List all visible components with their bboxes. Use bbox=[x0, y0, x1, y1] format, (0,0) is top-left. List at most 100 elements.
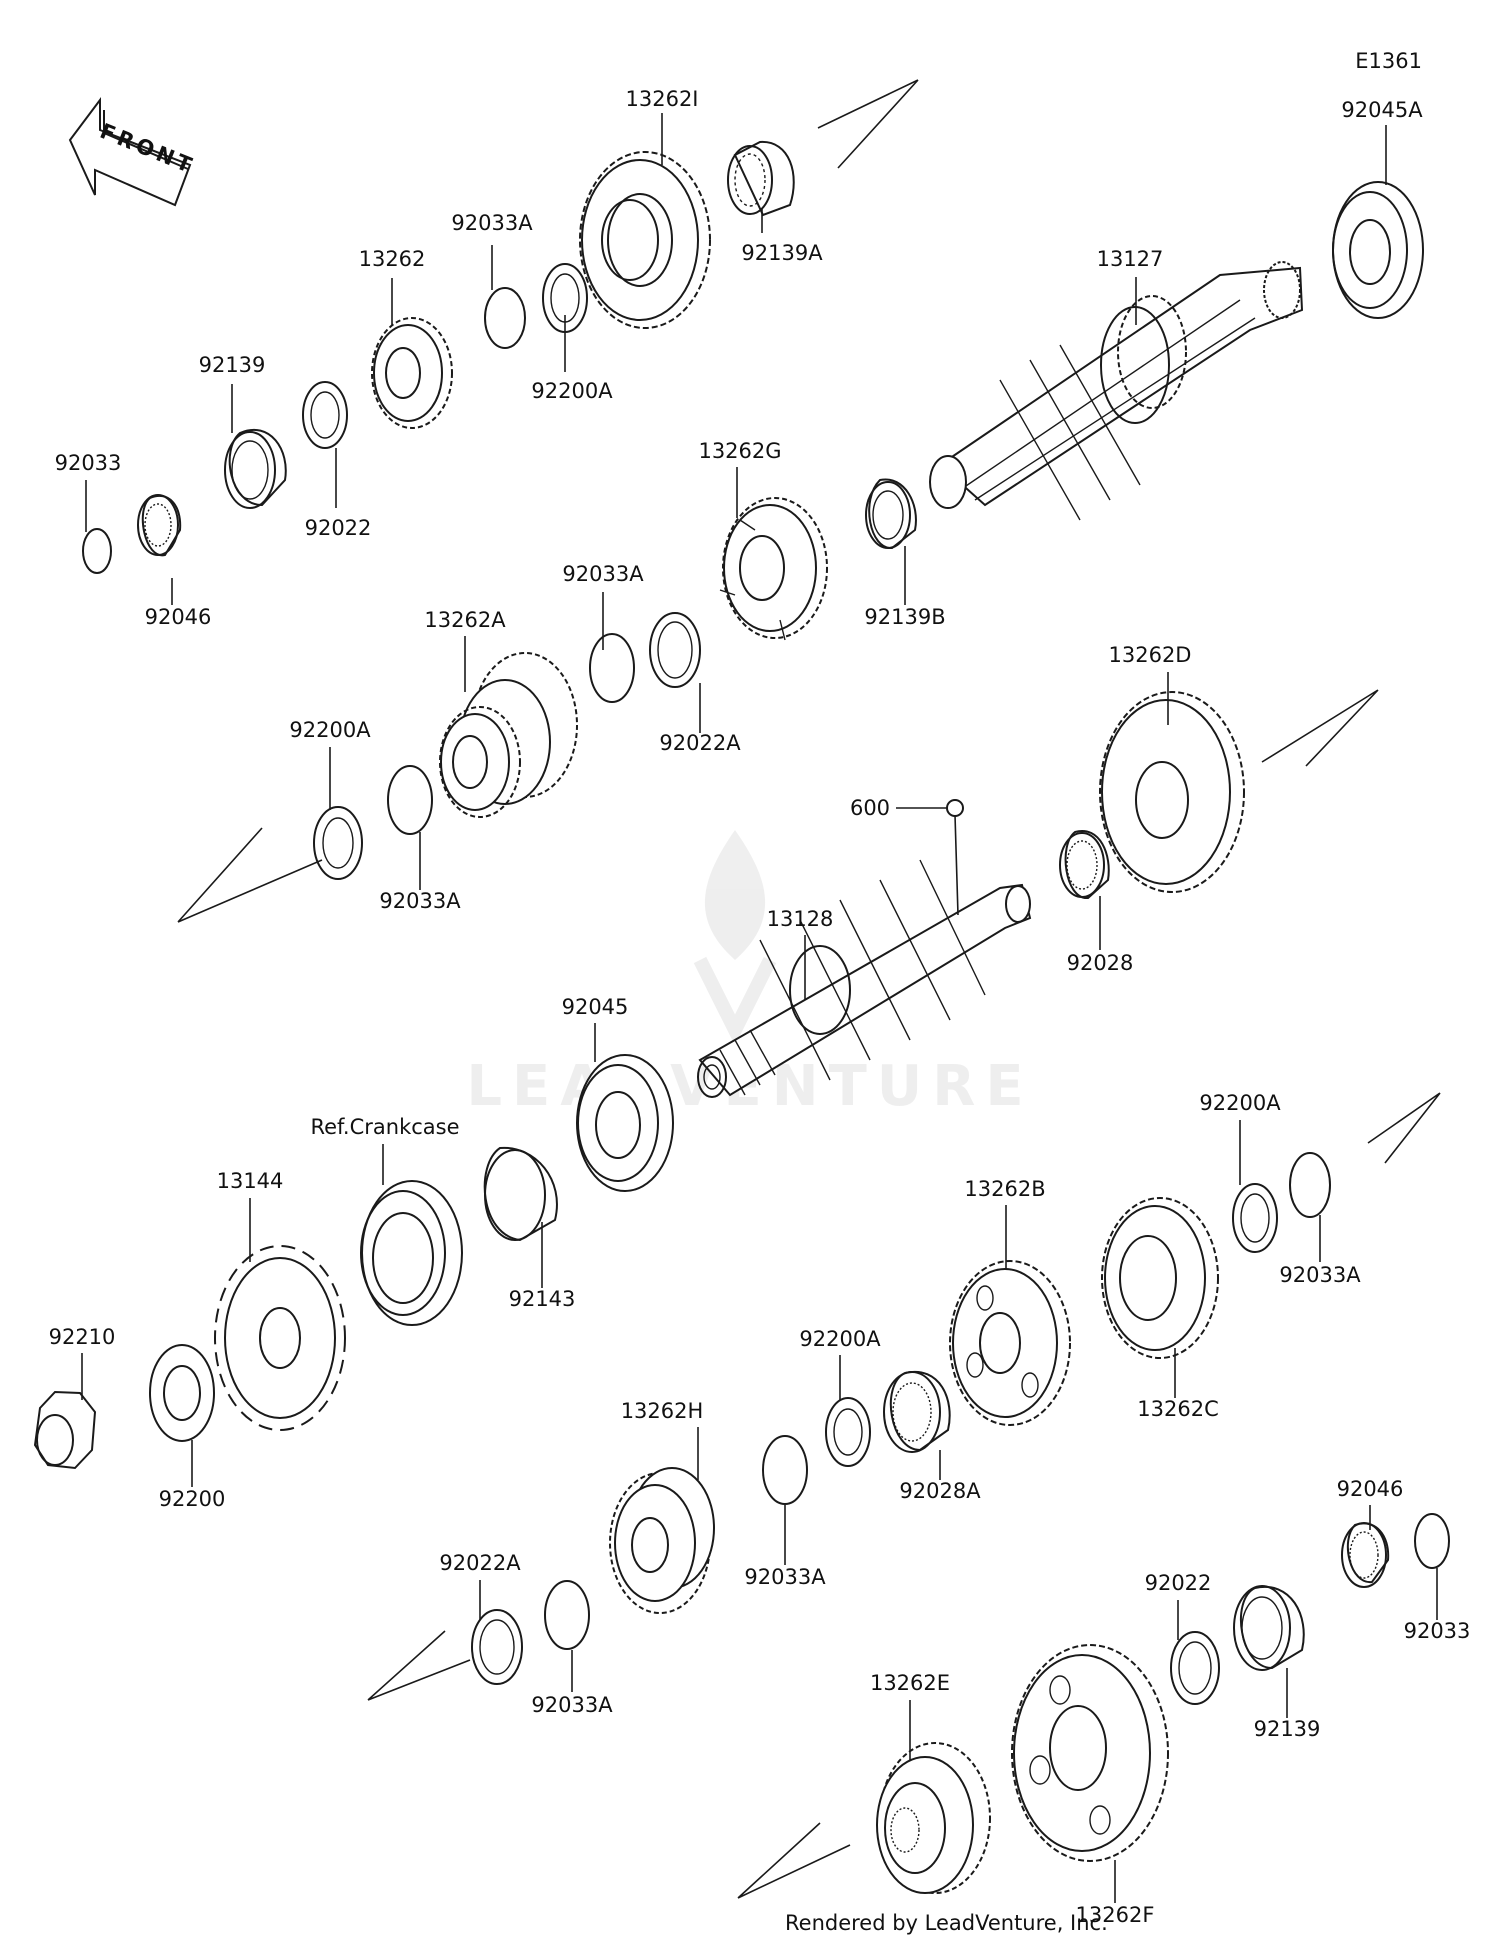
label-13262a: 13262A bbox=[424, 608, 506, 632]
collar-92139-bottom bbox=[1233, 1585, 1305, 1671]
washer-92200a-center bbox=[825, 1397, 871, 1467]
shaft-13127 bbox=[929, 261, 1304, 521]
label-92200a-4: 92200A bbox=[799, 1327, 881, 1351]
label-92200a-3: 92200A bbox=[1199, 1091, 1281, 1115]
oil-seal-crankcase bbox=[360, 1180, 463, 1326]
circlip-92033a-center bbox=[762, 1435, 808, 1505]
needle-bearing-92046-bottom bbox=[1341, 1522, 1390, 1588]
ball-bearing-92045a bbox=[1332, 181, 1424, 319]
shaft-13128 bbox=[697, 859, 1032, 1098]
sprocket-13144 bbox=[214, 1245, 346, 1431]
label-92033a-6: 92033A bbox=[531, 1693, 613, 1717]
gear-13262d bbox=[1099, 691, 1245, 893]
label-13262: 13262 bbox=[359, 247, 426, 271]
circlip-92033a-mid bbox=[589, 633, 635, 703]
gear-13262h bbox=[609, 1467, 715, 1614]
label-92022a-2: 92022A bbox=[439, 1551, 521, 1575]
label-13262f: 13262F bbox=[1076, 1903, 1155, 1927]
label-13144: 13144 bbox=[217, 1169, 284, 1193]
gear-13262c bbox=[1101, 1197, 1219, 1359]
label-13127: 13127 bbox=[1097, 247, 1164, 271]
collar-92139-top bbox=[224, 429, 287, 509]
label-13262h: 13262H bbox=[621, 1399, 704, 1423]
label-92028a: 92028A bbox=[899, 1479, 981, 1503]
washer-92200 bbox=[149, 1344, 215, 1442]
label-92143: 92143 bbox=[509, 1287, 576, 1311]
gear-13262 bbox=[371, 317, 453, 429]
washer-92022-bottom bbox=[1170, 1631, 1220, 1705]
label-13262c: 13262C bbox=[1137, 1397, 1218, 1421]
collar-92139b bbox=[865, 478, 917, 550]
gear-13262f bbox=[1011, 1644, 1169, 1862]
label-92022-2: 92022 bbox=[1145, 1571, 1212, 1595]
label-13262e: 13262E bbox=[870, 1671, 950, 1695]
label-92033a-3: 92033A bbox=[379, 889, 461, 913]
label-92046-1: 92046 bbox=[145, 605, 212, 629]
gear-13262e bbox=[876, 1742, 991, 1894]
gear-13262i bbox=[579, 151, 711, 329]
label-13262i: 13262I bbox=[626, 87, 699, 111]
label-92022-1: 92022 bbox=[305, 516, 372, 540]
label-13128: 13128 bbox=[767, 907, 834, 931]
label-92033a-5: 92033A bbox=[744, 1565, 826, 1589]
nut-92210 bbox=[33, 1390, 97, 1470]
washer-92200a-right bbox=[1232, 1183, 1278, 1253]
axis-line-bottom bbox=[737, 1822, 851, 1899]
circlip-92033-bottom bbox=[1414, 1513, 1450, 1569]
label-92210: 92210 bbox=[49, 1325, 116, 1349]
washer-92022a-low bbox=[471, 1609, 523, 1685]
gear-13262g bbox=[719, 497, 828, 641]
axis-line-low-right bbox=[1367, 1092, 1441, 1164]
label-92200: 92200 bbox=[159, 1487, 226, 1511]
label-92033a-2: 92033A bbox=[562, 562, 644, 586]
label-92033a-1: 92033A bbox=[451, 211, 533, 235]
label-92022a-1: 92022A bbox=[659, 731, 741, 755]
label-92045: 92045 bbox=[562, 995, 629, 1019]
needle-bearing-92046-top bbox=[137, 494, 182, 557]
washer-92200a-left bbox=[313, 806, 363, 880]
axis-line-top-right bbox=[817, 79, 919, 169]
label-13262b: 13262B bbox=[964, 1177, 1045, 1201]
label-ref-crankcase: Ref.Crankcase bbox=[310, 1115, 459, 1139]
label-92200a-2: 92200A bbox=[289, 718, 371, 742]
label-92139-2: 92139 bbox=[1254, 1717, 1321, 1741]
leader-lines bbox=[81, 113, 1438, 1903]
label-92033a-4: 92033A bbox=[1279, 1263, 1361, 1287]
ball-bearing-92045 bbox=[576, 1054, 674, 1192]
leader-600 bbox=[896, 807, 959, 916]
collar-92143 bbox=[483, 1146, 558, 1242]
marker-600 bbox=[946, 799, 964, 817]
circlip-92033a-top bbox=[484, 287, 526, 349]
circlip-92033a-right bbox=[1289, 1152, 1331, 1218]
gear-13262b bbox=[949, 1260, 1071, 1426]
circlip-92033a-left bbox=[387, 765, 433, 835]
label-600: 600 bbox=[850, 796, 890, 820]
diagram-code: E1361 bbox=[1355, 49, 1422, 73]
washer-92022-top bbox=[302, 381, 348, 449]
label-13262g: 13262G bbox=[698, 439, 781, 463]
label-92200a-1: 92200A bbox=[531, 379, 613, 403]
axis-line-mid-left bbox=[177, 827, 323, 923]
bearing-92139a bbox=[727, 140, 795, 217]
label-92139-1: 92139 bbox=[199, 353, 266, 377]
circlip-92033a-low bbox=[544, 1580, 590, 1650]
front-direction-arrow: FRONT bbox=[68, 97, 199, 207]
label-92139a: 92139A bbox=[741, 241, 823, 265]
axis-line-low-left bbox=[367, 1630, 471, 1701]
washer-92022a-mid bbox=[649, 612, 701, 688]
circlip-92033-top bbox=[82, 528, 112, 574]
bearing-92028 bbox=[1059, 829, 1110, 900]
footer-credit: Rendered by LeadVenture, Inc. bbox=[785, 1911, 1108, 1935]
label-92046-2: 92046 bbox=[1337, 1477, 1404, 1501]
label-92045a: 92045A bbox=[1341, 98, 1423, 122]
axis-line-mid-right bbox=[1261, 689, 1379, 767]
label-92033-2: 92033 bbox=[1404, 1619, 1471, 1643]
label-92033-1: 92033 bbox=[55, 451, 122, 475]
label-92028: 92028 bbox=[1067, 951, 1134, 975]
label-92139b: 92139B bbox=[864, 605, 945, 629]
label-13262d: 13262D bbox=[1109, 643, 1192, 667]
bearing-92028a bbox=[883, 1370, 951, 1453]
gear-13262a bbox=[439, 652, 578, 818]
